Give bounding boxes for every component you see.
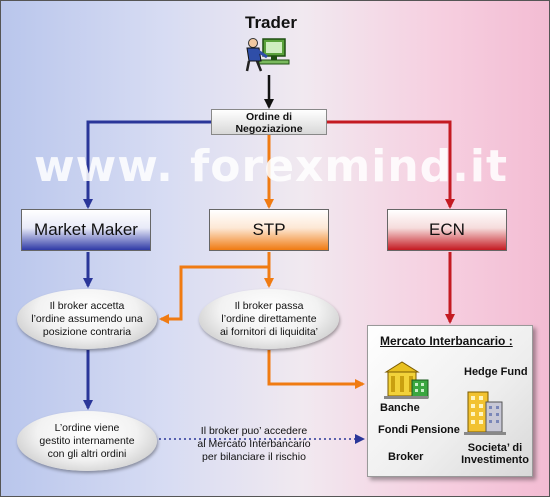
banche-label: Banche xyxy=(380,402,420,414)
mm-accept-line: Il broker accetta xyxy=(49,299,125,312)
bank-building-icon xyxy=(384,361,429,399)
broker-label: Broker xyxy=(388,451,424,463)
stp-to-accept-arrow xyxy=(159,265,269,324)
pass-to-market-arrow xyxy=(267,350,365,389)
order-to-marketmaker-arrow xyxy=(83,120,211,209)
societa-line-1: Societa’ di xyxy=(467,442,523,454)
mm-accept-oval: Il broker accetta l’ordine assumendo una… xyxy=(17,289,157,349)
mm-accept-line: l’ordine assumendo una xyxy=(31,312,143,325)
mm-internal-line: gestito internamente xyxy=(39,434,135,447)
societa-investimento-label: Societa’ di Investimento xyxy=(460,442,530,466)
mm-internal-line: L’ordine viene xyxy=(54,421,120,434)
mm-internal-line: con gli altri ordini xyxy=(47,447,127,460)
stp-pass-line: l’ordine direttamente xyxy=(221,312,317,325)
mm-internal-oval: L’ordine viene gestito internamente con … xyxy=(17,411,157,471)
interbank-note-line: al Mercato Interbancario xyxy=(197,438,311,450)
ecn-box: ECN xyxy=(387,209,507,251)
order-box: Ordine di Negoziazione xyxy=(211,109,327,135)
interbank-note: Il broker puo’ accedere al Mercato Inter… xyxy=(179,425,329,464)
mm-accept-line: posizione contraria xyxy=(42,325,132,338)
order-line-1: Ordine di xyxy=(245,111,293,123)
interbank-note-line: per bilanciare il rischio xyxy=(202,451,306,463)
order-line-2: Negoziazione xyxy=(235,123,303,135)
watermark: www. forexmind.it xyxy=(33,141,509,192)
interbank-market-box: Mercato Interbancario : Hedge Fund Banch… xyxy=(367,325,533,477)
stp-pass-oval: Il broker passa l’ordine direttamente ai… xyxy=(199,289,339,349)
order-to-ecn-arrow xyxy=(327,120,455,209)
interbank-note-line: Il broker puo’ accedere xyxy=(200,425,308,437)
stp-pass-line: ai fornitori di liquidita’ xyxy=(219,325,319,338)
fondi-pensione-label: Fondi Pensione xyxy=(378,424,460,436)
stp-box: STP xyxy=(209,209,329,251)
hedge-fund-label: Hedge Fund xyxy=(464,366,528,378)
trader-computer-icon xyxy=(245,38,290,72)
market-maker-box: Market Maker xyxy=(21,209,151,251)
stp-pass-line: Il broker passa xyxy=(234,299,304,312)
skyscraper-icon xyxy=(464,391,506,435)
societa-line-2: Investimento xyxy=(461,454,529,466)
trader-title: Trader xyxy=(245,13,297,32)
market-title: Mercato Interbancario : xyxy=(380,334,513,348)
